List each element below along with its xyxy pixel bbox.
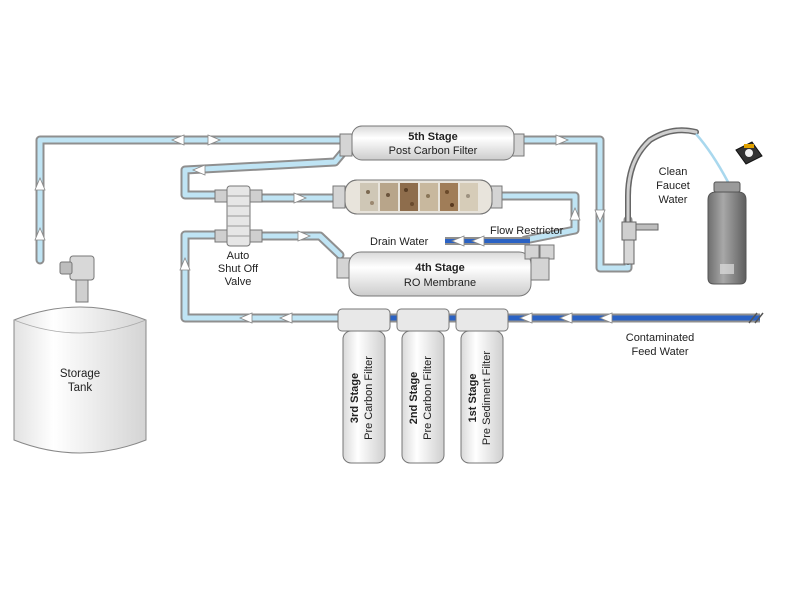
clean-water-label-line2: Faucet — [656, 180, 690, 192]
storage-tank: Storage Tank — [13, 255, 147, 454]
stage5-title: 5th Stage — [408, 131, 458, 143]
arrow-left — [598, 312, 613, 324]
valve-label-line2: Shut Off — [218, 263, 259, 275]
stage2-title: 2nd Stage — [408, 372, 420, 425]
auto-shut-off-valve: Auto Shut Off Valve — [214, 185, 263, 288]
stage2-pre-carbon-filter: 2nd Stage Pre Carbon Filter — [396, 308, 450, 464]
arrow-left — [238, 312, 253, 324]
arrow-up — [569, 206, 581, 221]
water-stream — [695, 133, 730, 183]
stage3-pre-carbon-filter: 3rd Stage Pre Carbon Filter — [337, 308, 391, 464]
water-bottle — [707, 181, 747, 285]
stage1-title: 1st Stage — [467, 374, 479, 423]
arrow-up — [34, 226, 46, 241]
arrow-left — [170, 134, 185, 146]
faucet — [621, 127, 699, 265]
stage5-subtitle: Post Carbon Filter — [389, 145, 478, 157]
stage4-ro-membrane: 4th Stage RO Membrane — [336, 244, 555, 297]
arrow-left — [278, 312, 293, 324]
stage2-subtitle: Pre Carbon Filter — [422, 356, 434, 440]
arrow-left — [450, 235, 465, 247]
arrow-right — [297, 230, 312, 242]
arrow-left — [470, 235, 485, 247]
stage4-subtitle: RO Membrane — [404, 277, 476, 289]
arrow-up — [34, 176, 46, 191]
stage3-subtitle: Pre Carbon Filter — [363, 356, 375, 440]
valve-label-line3: Valve — [225, 276, 252, 288]
stage1-pre-sediment-filter: 1st Stage Pre Sediment Filter — [455, 308, 509, 464]
arrow-left — [558, 312, 573, 324]
stage1-subtitle: Pre Sediment Filter — [481, 351, 493, 445]
arrow-right — [207, 134, 222, 146]
flow-arrows — [34, 134, 613, 324]
stage5-post-carbon-filter: 5th Stage Post Carbon Filter — [339, 125, 525, 161]
arrow-down — [594, 209, 606, 224]
mineral-granules — [360, 183, 478, 211]
clean-water-label-line3: Water — [659, 194, 688, 206]
stage3-title: 3rd Stage — [349, 373, 361, 423]
arrow-left — [518, 312, 533, 324]
arrow-left — [191, 164, 206, 176]
bottle-cap — [735, 141, 763, 165]
storage-tank-label-line2: Tank — [68, 382, 93, 394]
valve-label-line1: Auto — [227, 250, 250, 262]
storage-tank-label-line1: Storage — [60, 368, 100, 380]
clean-water-label-line1: Clean — [659, 166, 688, 178]
arrow-right — [555, 134, 570, 146]
drain-water-label: Drain Water — [370, 236, 429, 248]
arrow-up — [179, 256, 191, 271]
contaminated-label-line2: Feed Water — [631, 346, 688, 358]
flow-restrictor-label: Flow Restrictor — [490, 225, 564, 237]
mineral-cartridge — [332, 179, 503, 215]
stage4-title: 4th Stage — [415, 262, 465, 274]
contaminated-label-line1: Contaminated — [626, 332, 695, 344]
arrow-right — [293, 192, 308, 204]
